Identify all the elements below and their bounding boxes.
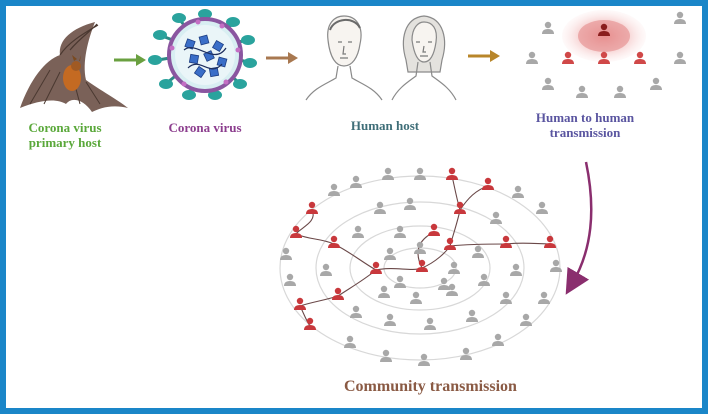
label-primary-host: Corona virus primary host <box>10 120 120 150</box>
label-primary-host-line2: primary host <box>28 135 102 150</box>
coronavirus-icon <box>148 9 257 100</box>
label-h2h: Human to human transmission <box>520 110 650 140</box>
label-h2h-line2: transmission <box>549 125 621 140</box>
label-virus: Corona virus <box>168 120 242 135</box>
label-community: Community transmission <box>344 378 517 395</box>
label-human-host: Human host <box>350 118 420 133</box>
h2h-cluster <box>526 10 686 98</box>
label-primary-host-line1: Corona virus <box>28 120 102 135</box>
label-h2h-line1: Human to human <box>535 110 635 125</box>
arrow-bat-to-virus <box>114 54 146 66</box>
man-face-icon <box>305 15 383 101</box>
arrow-virus-to-human <box>266 52 298 64</box>
arrow-h2h-to-community <box>565 161 593 295</box>
woman-face-icon <box>391 15 457 101</box>
community-network <box>279 167 562 366</box>
arrow-human-to-h2h <box>468 50 500 62</box>
bat-icon <box>20 22 128 112</box>
